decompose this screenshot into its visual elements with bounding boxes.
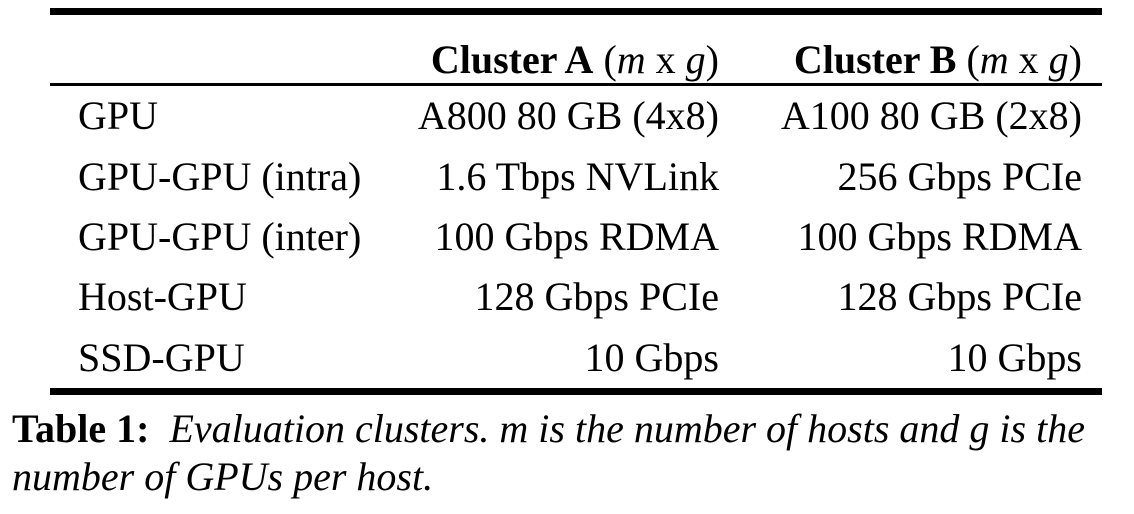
caption-label: Table 1: <box>12 406 150 451</box>
table-row: SSD-GPU 10 Gbps 10 Gbps <box>50 328 1102 388</box>
table-mid-rule <box>50 83 1102 86</box>
header-cluster-a: Cluster A (m x g) <box>395 40 719 80</box>
cell-cluster-a: 100 Gbps RDMA <box>434 213 719 259</box>
cell-cluster-a: A800 80 GB (4x8) <box>417 93 719 139</box>
cluster-b-paren-close: ) <box>1068 37 1082 82</box>
cell-cluster-a: 128 Gbps PCIe <box>474 274 719 320</box>
cell-cluster-a: 1.6 Tbps NVLink <box>436 153 719 199</box>
cluster-a-paren-open: ( <box>593 37 617 82</box>
table-row: Host-GPU 128 Gbps PCIe 128 Gbps PCIe <box>50 267 1102 327</box>
cell-cluster-a: 10 Gbps <box>584 334 719 380</box>
header-cluster-b: Cluster B (m x g) <box>719 40 1102 80</box>
cluster-a-var-m: m <box>616 37 646 82</box>
cell-cluster-b: 256 Gbps PCIe <box>837 153 1082 199</box>
cluster-a-var-g: g <box>685 37 706 82</box>
table-top-rule <box>50 8 1102 15</box>
cluster-b-var-m: m <box>979 37 1009 82</box>
cluster-b-title: Cluster B <box>793 37 957 82</box>
table-bottom-rule <box>50 387 1102 395</box>
evaluation-clusters-table: Cluster A (m x g) Cluster B (m x g) GPU … <box>50 8 1102 395</box>
caption-line-1: Table 1: Evaluation clusters. m is the nu… <box>12 405 1127 453</box>
cluster-a-paren-close: ) <box>705 37 719 82</box>
row-label: Host-GPU <box>78 274 247 320</box>
cluster-b-sep: x <box>1008 37 1049 82</box>
cell-cluster-b: 100 Gbps RDMA <box>797 213 1082 259</box>
cluster-a-sep: x <box>645 37 686 82</box>
table-caption: Table 1: Evaluation clusters. m is the nu… <box>12 405 1127 501</box>
table-row: GPU-GPU (inter) 100 Gbps RDMA 100 Gbps R… <box>50 207 1102 267</box>
caption-text-line-2: number of GPUs per host. <box>12 454 434 499</box>
row-label: GPU <box>78 93 159 139</box>
cluster-b-var-g: g <box>1048 37 1069 82</box>
cell-cluster-b: A100 80 GB (2x8) <box>780 93 1082 139</box>
table-row: GPU-GPU (intra) 1.6 Tbps NVLink 256 Gbps… <box>50 146 1102 206</box>
cell-cluster-b: 10 Gbps <box>947 334 1082 380</box>
cluster-a-title: Cluster A <box>430 37 594 82</box>
row-label: SSD-GPU <box>78 334 245 380</box>
cell-cluster-b: 128 Gbps PCIe <box>837 274 1082 320</box>
row-label: GPU-GPU (intra) <box>78 153 362 199</box>
caption-text-line-1: Evaluation clusters. m is the number of … <box>169 406 1085 451</box>
table-row: GPU A800 80 GB (4x8) A100 80 GB (2x8) <box>50 86 1102 146</box>
table-header-row: Cluster A (m x g) Cluster B (m x g) <box>50 15 1102 83</box>
cluster-b-paren-open: ( <box>956 37 980 82</box>
row-label: GPU-GPU (inter) <box>78 213 362 259</box>
